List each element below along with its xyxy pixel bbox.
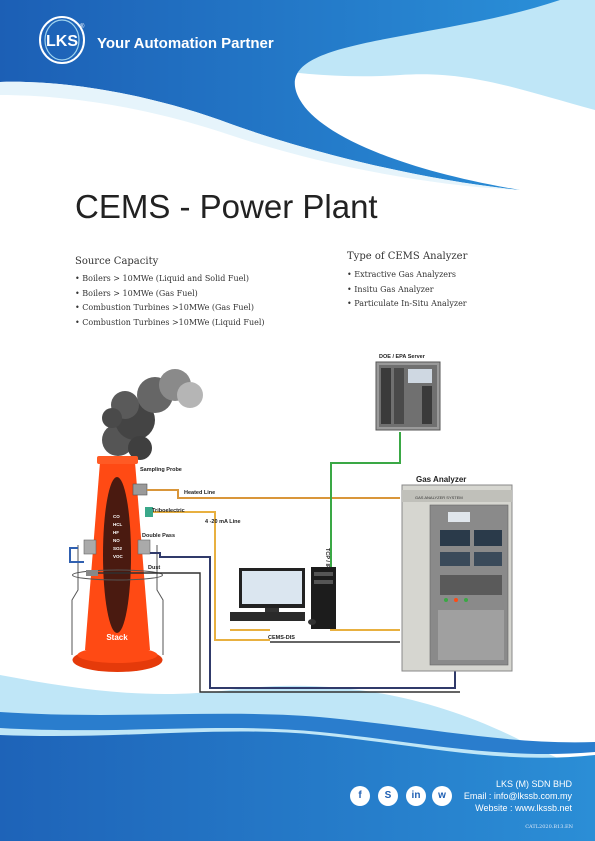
email-link[interactable]: Email : info@lkssb.com.my <box>463 791 572 801</box>
whatsapp-icon[interactable]: w <box>432 786 452 806</box>
stack-instruments <box>83 483 153 576</box>
catalog-code: CATL2020.B13.EN <box>525 824 573 830</box>
footer-contact: LKS (M) SDN BHD Email : info@lkssb.com.m… <box>464 778 572 814</box>
source-capacity-list: Boilers > 10MWe (Liquid and Solid Fuel) … <box>75 272 265 331</box>
gas-analyzer-cabinet <box>401 484 513 672</box>
list-item: Combustion Turbines >10MWe (Liquid Fuel) <box>75 316 264 331</box>
gas-analyzer-plate: GAS ANALYZER SYSTEM <box>415 495 463 500</box>
stack-platform <box>71 545 164 655</box>
analyzer-types-list: Extractive Gas Analyzers Insitu Gas Anal… <box>347 268 467 312</box>
skype-icon[interactable]: S <box>378 786 398 806</box>
list-item: Particulate In-Situ Analyzer <box>347 297 466 312</box>
ma-line <box>153 511 270 641</box>
gas-label: SO2 <box>113 546 123 551</box>
triboelectric-label: Triboelectric <box>152 508 185 514</box>
list-item: Combustion Turbines >10MWe (Gas Fuel) <box>75 301 265 316</box>
bottom-wave-dark <box>0 731 595 841</box>
cems-dis-label: CEMS-DIS <box>268 635 295 641</box>
logo-registered-mark: ® <box>80 23 85 30</box>
smoke-plume <box>102 369 203 460</box>
server-label: DOE / EPA Server <box>379 354 426 360</box>
analyzer-types-heading: Type of CEMS Analyzer <box>347 251 468 262</box>
top-wave-streak <box>0 81 520 190</box>
gas-label: CO <box>113 514 120 519</box>
stack-label: Stack <box>106 633 128 642</box>
gas-analyzer-label: Gas Analyzer <box>416 475 466 484</box>
company-name: LKS (M) SDN BHD <box>495 779 572 789</box>
cems-diagram: Stack CO HCL HF NO SO2 VOC <box>69 354 513 693</box>
list-item: Extractive Gas Analyzers <box>347 268 467 283</box>
gas-label: VOC <box>113 554 124 559</box>
gas-label: NO <box>113 538 120 543</box>
sampling-probe-label: Sampling Probe <box>140 467 182 473</box>
cables <box>69 432 460 693</box>
list-item: Insitu Gas Analyzer <box>347 283 467 298</box>
logo-text: LKS <box>46 33 78 50</box>
heated-line-label: Heated Line <box>184 490 215 496</box>
page-title: CEMS - Power Plant <box>75 188 378 225</box>
tcpip-label: TCP / IP <box>324 548 330 569</box>
bottom-wave-streak <box>0 712 595 754</box>
heated-line <box>147 489 400 499</box>
list-item: Boilers > 10MWe (Liquid and Solid Fuel) <box>75 272 265 287</box>
list-item: Boilers > 10MWe (Gas Fuel) <box>75 287 265 302</box>
facebook-icon[interactable]: f <box>350 786 370 806</box>
tagline: Your Automation Partner <box>97 35 274 52</box>
stack: Stack CO HCL HF NO SO2 VOC <box>72 456 163 672</box>
server-rack <box>375 361 441 431</box>
ma-line-label: 4 -20 mA Line <box>205 519 241 525</box>
gas-label: HF <box>113 530 119 535</box>
double-pass-label: Double Pass <box>142 533 175 539</box>
tcpip-line <box>330 432 401 570</box>
top-wave-dark <box>0 0 560 190</box>
gas-label: HCL <box>113 522 122 527</box>
lks-logo: LKS ® <box>39 16 85 64</box>
source-capacity-heading: Source Capacity <box>75 256 159 267</box>
linkedin-icon[interactable]: in <box>406 786 426 806</box>
website-link[interactable]: Website : www.lkssb.net <box>475 803 572 813</box>
dust-label: Dust <box>148 565 160 571</box>
cems-computer <box>230 567 336 629</box>
